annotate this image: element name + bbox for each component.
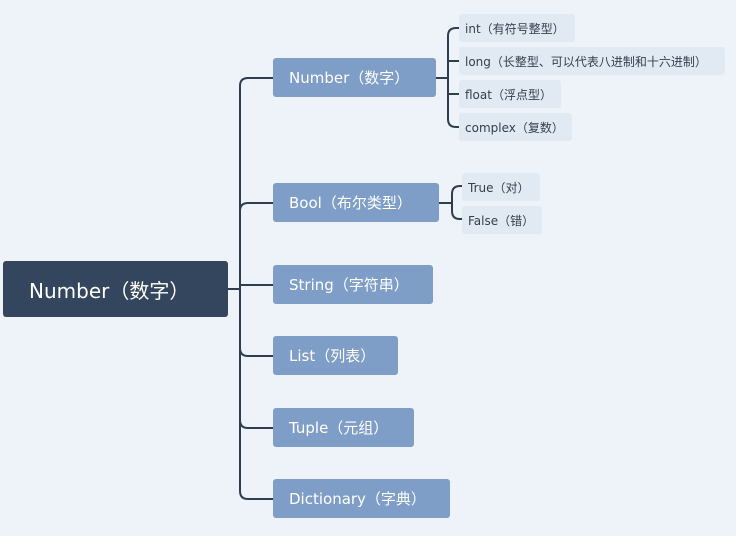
- branch-dictionary[interactable]: Dictionary（字典）: [273, 479, 450, 518]
- branch-bool[interactable]: Bool（布尔类型）: [273, 183, 439, 222]
- branch-number[interactable]: Number（数字）: [273, 58, 436, 97]
- branch-dictionary-label: Dictionary（字典）: [289, 490, 426, 508]
- subtype-complex-label: complex（复数）: [465, 120, 564, 135]
- subtype-int[interactable]: int（有符号整型）: [459, 14, 575, 42]
- branch-string[interactable]: String（字符串）: [273, 265, 433, 304]
- connector-value-false: [451, 202, 463, 220]
- connector-subtype-complex: [447, 77, 460, 128]
- value-false-label: False（错）: [468, 213, 535, 228]
- root-topic[interactable]: Number（数字）: [3, 261, 228, 317]
- subtype-complex[interactable]: complex（复数）: [459, 113, 572, 141]
- branch-list[interactable]: List（列表）: [273, 336, 398, 375]
- branch-list-label: List（列表）: [289, 347, 376, 365]
- branch-string-label: String（字符串）: [289, 276, 409, 294]
- value-true-label: True（对）: [468, 180, 530, 195]
- value-true[interactable]: True（对）: [462, 173, 540, 201]
- subtype-float-label: float（浮点型）: [465, 87, 552, 102]
- connector-branch-list: [239, 347, 274, 357]
- connector-branch-dictionary: [239, 288, 274, 500]
- branch-tuple-label: Tuple（元组）: [289, 419, 389, 437]
- root-topic-label: Number（数字）: [29, 278, 190, 303]
- branch-number-label: Number（数字）: [289, 69, 410, 87]
- subtype-long-label: long（长整型、可以代表八进制和十六进制）: [465, 54, 707, 69]
- connector-branch-bool: [239, 202, 274, 212]
- value-false[interactable]: False（错）: [462, 206, 542, 234]
- branch-tuple[interactable]: Tuple（元组）: [273, 408, 414, 447]
- connector-branch-number: [239, 77, 274, 290]
- branch-bool-label: Bool（布尔类型）: [289, 194, 412, 212]
- connector-value-true: [451, 185, 463, 204]
- subtype-long[interactable]: long（长整型、可以代表八进制和十六进制）: [459, 47, 725, 75]
- subtype-int-label: int（有符号整型）: [465, 21, 565, 36]
- connector-subtype-int: [447, 27, 460, 79]
- connector-branch-tuple: [239, 419, 274, 429]
- subtype-float[interactable]: float（浮点型）: [459, 80, 561, 108]
